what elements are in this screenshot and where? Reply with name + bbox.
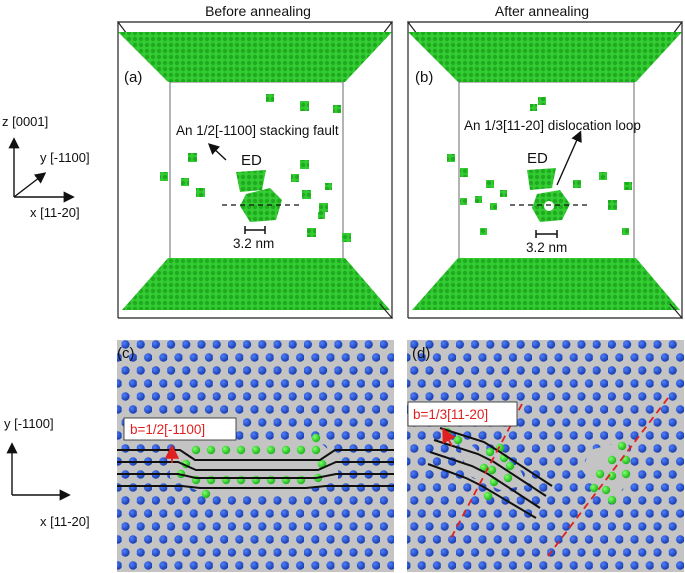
cluster xyxy=(266,94,274,102)
cluster xyxy=(486,180,494,188)
cluster xyxy=(622,228,629,235)
panel-d-tag: (d) xyxy=(412,345,430,362)
cluster xyxy=(538,97,546,105)
x-axis-label: x [11-20] xyxy=(30,205,80,220)
cluster xyxy=(624,182,632,190)
cluster xyxy=(302,190,311,199)
box-bottom-frame xyxy=(118,303,394,319)
heading-after-annealing: After annealing xyxy=(495,3,589,19)
defect-clusters xyxy=(447,97,632,235)
cluster xyxy=(500,190,507,197)
cluster xyxy=(333,105,341,113)
cluster xyxy=(160,172,168,181)
panel-b-tag: (b) xyxy=(415,69,433,86)
bottom-atom-slab xyxy=(412,258,680,310)
box-bottom-frame xyxy=(408,303,684,319)
burgers-box-d xyxy=(407,401,518,427)
y-axis-label: y [-1100] xyxy=(40,150,90,165)
cluster xyxy=(608,200,617,210)
cluster xyxy=(530,104,537,111)
stacking-fault-arrow xyxy=(207,143,227,161)
panel-c-tag: (c) xyxy=(117,345,135,362)
cluster xyxy=(318,212,325,219)
burgers-vector-arrow-d xyxy=(442,427,456,447)
top-atom-slab xyxy=(118,32,392,82)
loop-atoms xyxy=(442,427,631,505)
heading-before-annealing: Before annealing xyxy=(205,3,311,19)
y-axis-label-2d: y [-1100] xyxy=(4,416,54,431)
ed-label-b: ED xyxy=(527,150,548,167)
defect-clusters xyxy=(160,94,351,242)
loop-region xyxy=(582,440,632,505)
bottom-atom-slab xyxy=(122,258,390,310)
slip-plane-trace xyxy=(547,397,669,557)
axes-2d: y [-1100] x [11-20] xyxy=(4,416,90,529)
scale-label-b: 3.2 nm xyxy=(526,240,567,255)
cluster xyxy=(307,228,316,237)
cluster xyxy=(573,180,581,188)
scale-label-a: 3.2 nm xyxy=(233,236,274,251)
panel-a-tag: (a) xyxy=(124,69,142,86)
cluster xyxy=(342,233,351,242)
dislocation-loop-label: An 1/3[11-20] dislocation loop xyxy=(464,118,641,133)
cluster xyxy=(181,178,189,186)
panel-b: After annealing (b) xyxy=(406,3,684,319)
y-axis-arrow xyxy=(13,172,47,198)
cluster xyxy=(196,188,205,197)
cluster xyxy=(599,172,607,180)
cluster xyxy=(475,196,482,203)
cluster xyxy=(300,160,309,169)
dislocation-loop-arrow xyxy=(556,130,582,186)
cluster xyxy=(325,183,332,190)
burgers-label-d: b=1/3[11-20] xyxy=(413,407,488,422)
cluster xyxy=(300,101,309,111)
cluster xyxy=(447,154,455,162)
cluster xyxy=(480,228,487,235)
axes-3d: z [0001] y [-1100] x [11-20] xyxy=(2,114,90,220)
panel-d: b=1/3[11-20] (d) xyxy=(407,340,684,572)
top-atom-slab xyxy=(408,32,682,82)
burgers-label-c: b=1/2[-1100] xyxy=(130,422,205,437)
slip-plane-trace xyxy=(449,403,523,541)
cluster xyxy=(188,153,197,162)
ed-label-a: ED xyxy=(241,152,262,169)
dislocation-lines xyxy=(427,427,553,519)
cluster xyxy=(490,203,497,210)
ed-cluster-b xyxy=(527,168,570,222)
x-axis-label-2d: x [11-20] xyxy=(40,514,90,529)
cluster xyxy=(460,198,467,205)
cluster xyxy=(291,174,299,182)
ed-cluster-a xyxy=(236,170,282,222)
burgers-box-c xyxy=(123,417,237,441)
z-axis-label: z [0001] xyxy=(2,114,48,129)
panel-c: b=1/2[-1100] (c) xyxy=(117,340,394,572)
stacking-fault-label: An 1/2[-1100] stacking fault xyxy=(176,123,339,138)
panel-a: Before annealing (a) xyxy=(116,3,394,319)
cluster xyxy=(460,168,468,177)
lattice-view-d xyxy=(407,340,684,572)
cluster xyxy=(319,203,328,212)
